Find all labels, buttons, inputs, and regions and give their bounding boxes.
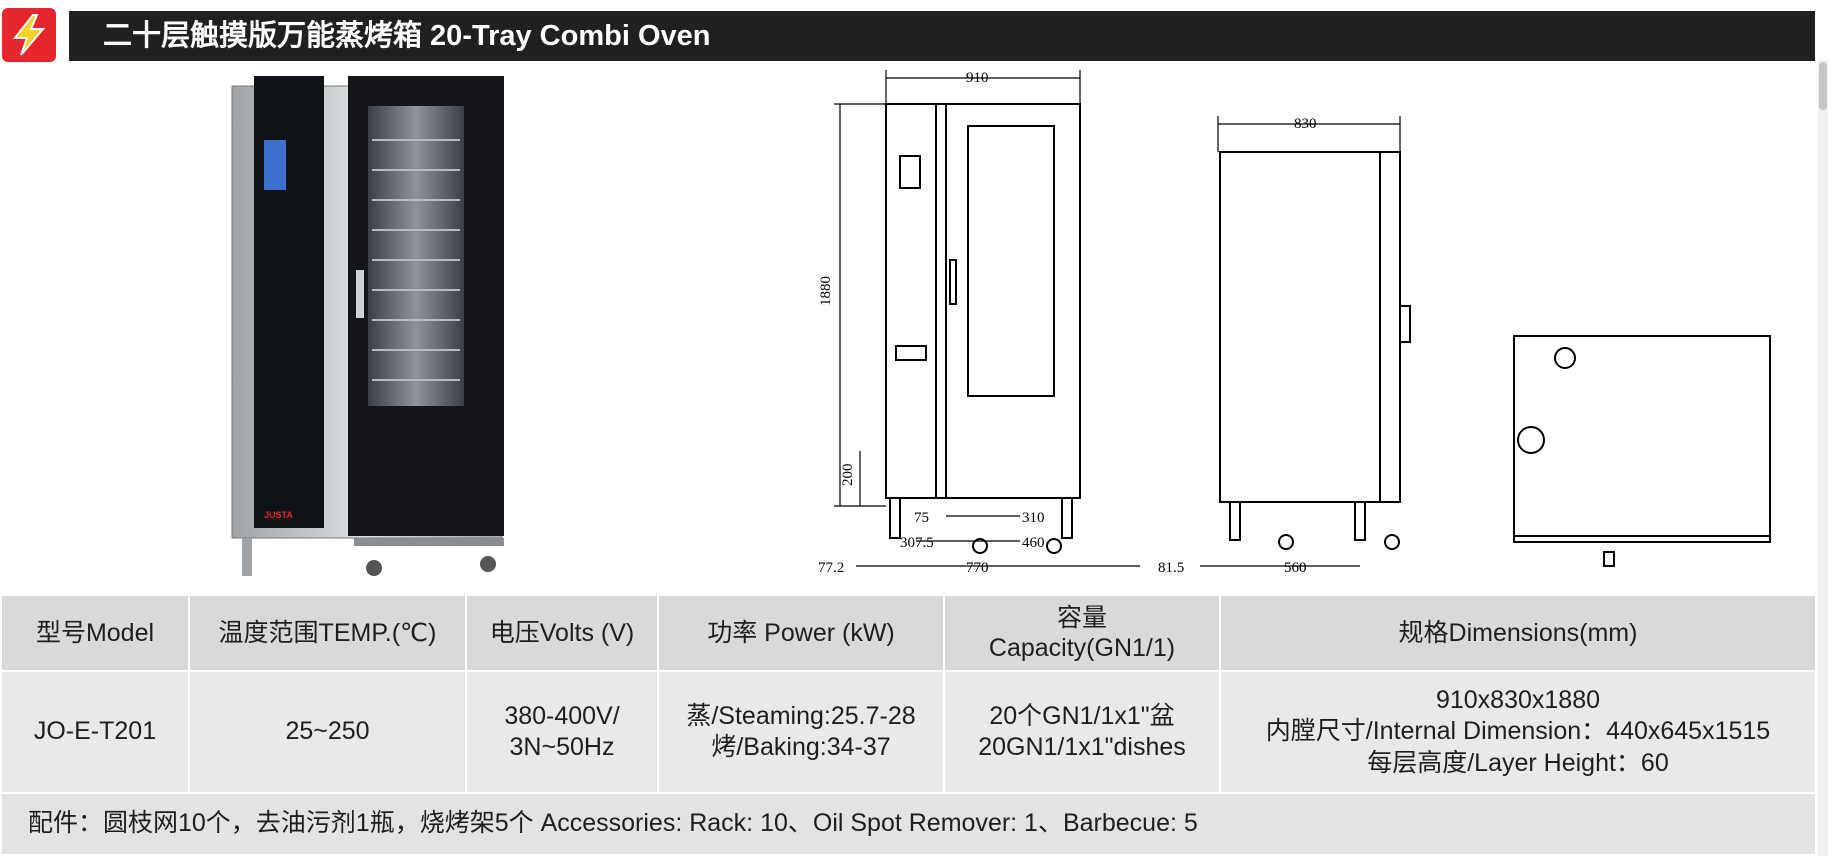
- title-bar: 二十层触摸版万能蒸烤箱 20-Tray Combi Oven: [69, 11, 1815, 61]
- front-dimension-lines: [834, 70, 1140, 567]
- side-dimension-lines: [1200, 116, 1401, 567]
- accessories-row: 配件：圆枝网10个，去油污剂1瓶，烧烤架5个 Accessories: Rack…: [2, 793, 1817, 856]
- dim-front-width: 910: [966, 70, 989, 86]
- header-capacity-cn: 容量: [1056, 604, 1107, 632]
- dim-460: 460: [1022, 535, 1045, 551]
- caster-wheel: [480, 556, 496, 572]
- dim-770: 770: [966, 560, 989, 576]
- oven-leg: [242, 538, 252, 576]
- cell-model: JO-E-T201: [2, 671, 190, 794]
- dim-307-5: 307.5: [900, 535, 934, 551]
- accessories-text: 配件：圆枝网10个，去油污剂1瓶，烧烤架5个 Accessories: Rack…: [2, 793, 1817, 856]
- side-view: [1219, 151, 1411, 550]
- cell-capacity: 20个GN1/1x1"盆 20GN1/1x1"dishes: [944, 671, 1221, 794]
- scrollbar-thumb[interactable]: [1819, 62, 1827, 110]
- door-handle: [356, 270, 364, 318]
- cell-temp: 25~250: [189, 671, 467, 794]
- cell-volts: 380-400V/ 3N~50Hz: [466, 671, 659, 794]
- dim-leg-height: 200: [840, 464, 856, 487]
- cell-power-steaming: 蒸/Steaming:25.7-28: [686, 701, 916, 730]
- dim-560: 560: [1284, 560, 1307, 576]
- header-model: 型号Model: [2, 596, 190, 672]
- front-view: [885, 103, 1081, 554]
- header-capacity: 容量 Capacity(GN1/1): [944, 596, 1221, 672]
- header-power: 功率 Power (kW): [658, 596, 945, 672]
- touch-screen: [264, 140, 286, 190]
- cell-power-baking: 烤/Baking:34-37: [711, 733, 891, 761]
- cell-volts-line1: 380-400V/: [504, 701, 620, 730]
- door-window: [368, 106, 464, 406]
- cell-volts-line2: 3N~50Hz: [509, 733, 615, 761]
- brand-logo: [2, 8, 56, 62]
- page-title: 二十层触摸版万能蒸烤箱 20-Tray Combi Oven: [103, 20, 711, 52]
- technical-drawing: 910 1880 200 75 310 307.5 460 77.2 770 8…: [818, 70, 1771, 576]
- table-row: JO-E-T201 25~250 380-400V/ 3N~50Hz 蒸/Ste…: [2, 671, 1817, 794]
- cell-dim-internal: 内膛尺寸/Internal Dimension：440x645x1515: [1265, 717, 1771, 746]
- tray-racks: [372, 139, 460, 381]
- cell-dim-layer: 每层高度/Layer Height：60: [1367, 748, 1669, 777]
- spec-table: 型号Model 温度范围TEMP.(℃) 电压Volts (V) 功率 Powe…: [2, 596, 1817, 856]
- table-header-row: 型号Model 温度范围TEMP.(℃) 电压Volts (V) 功率 Powe…: [2, 596, 1817, 672]
- lightning-bolt-icon: [12, 14, 46, 56]
- cell-power: 蒸/Steaming:25.7-28 烤/Baking:34-37: [658, 671, 945, 794]
- dim-side-width: 830: [1294, 116, 1317, 132]
- cell-dimensions: 910x830x1880 内膛尺寸/Internal Dimension：440…: [1220, 671, 1817, 794]
- dim-77-2: 77.2: [818, 560, 844, 576]
- cell-dim-overall: 910x830x1880: [1435, 686, 1601, 715]
- cell-capacity-en: 20GN1/1x1"dishes: [978, 733, 1186, 761]
- dim-81-5: 81.5: [1158, 560, 1184, 576]
- header-capacity-en: Capacity(GN1/1): [988, 634, 1176, 662]
- header-temp: 温度范围TEMP.(℃): [189, 596, 467, 672]
- header-volts: 电压Volts (V): [466, 596, 659, 672]
- cell-capacity-cn: 20个GN1/1x1"盆: [989, 701, 1175, 730]
- product-photo: JUSTA: [231, 76, 504, 576]
- header-dimensions: 规格Dimensions(mm): [1220, 596, 1817, 672]
- dim-75: 75: [914, 510, 929, 526]
- brand-label: JUSTA: [264, 510, 293, 520]
- trolley-base: [354, 538, 504, 546]
- scrollbar[interactable]: [1818, 60, 1828, 856]
- caster-wheel: [366, 560, 382, 576]
- dim-310: 310: [1022, 510, 1045, 526]
- dim-front-height: 1880: [818, 276, 834, 306]
- top-view: [1513, 335, 1771, 567]
